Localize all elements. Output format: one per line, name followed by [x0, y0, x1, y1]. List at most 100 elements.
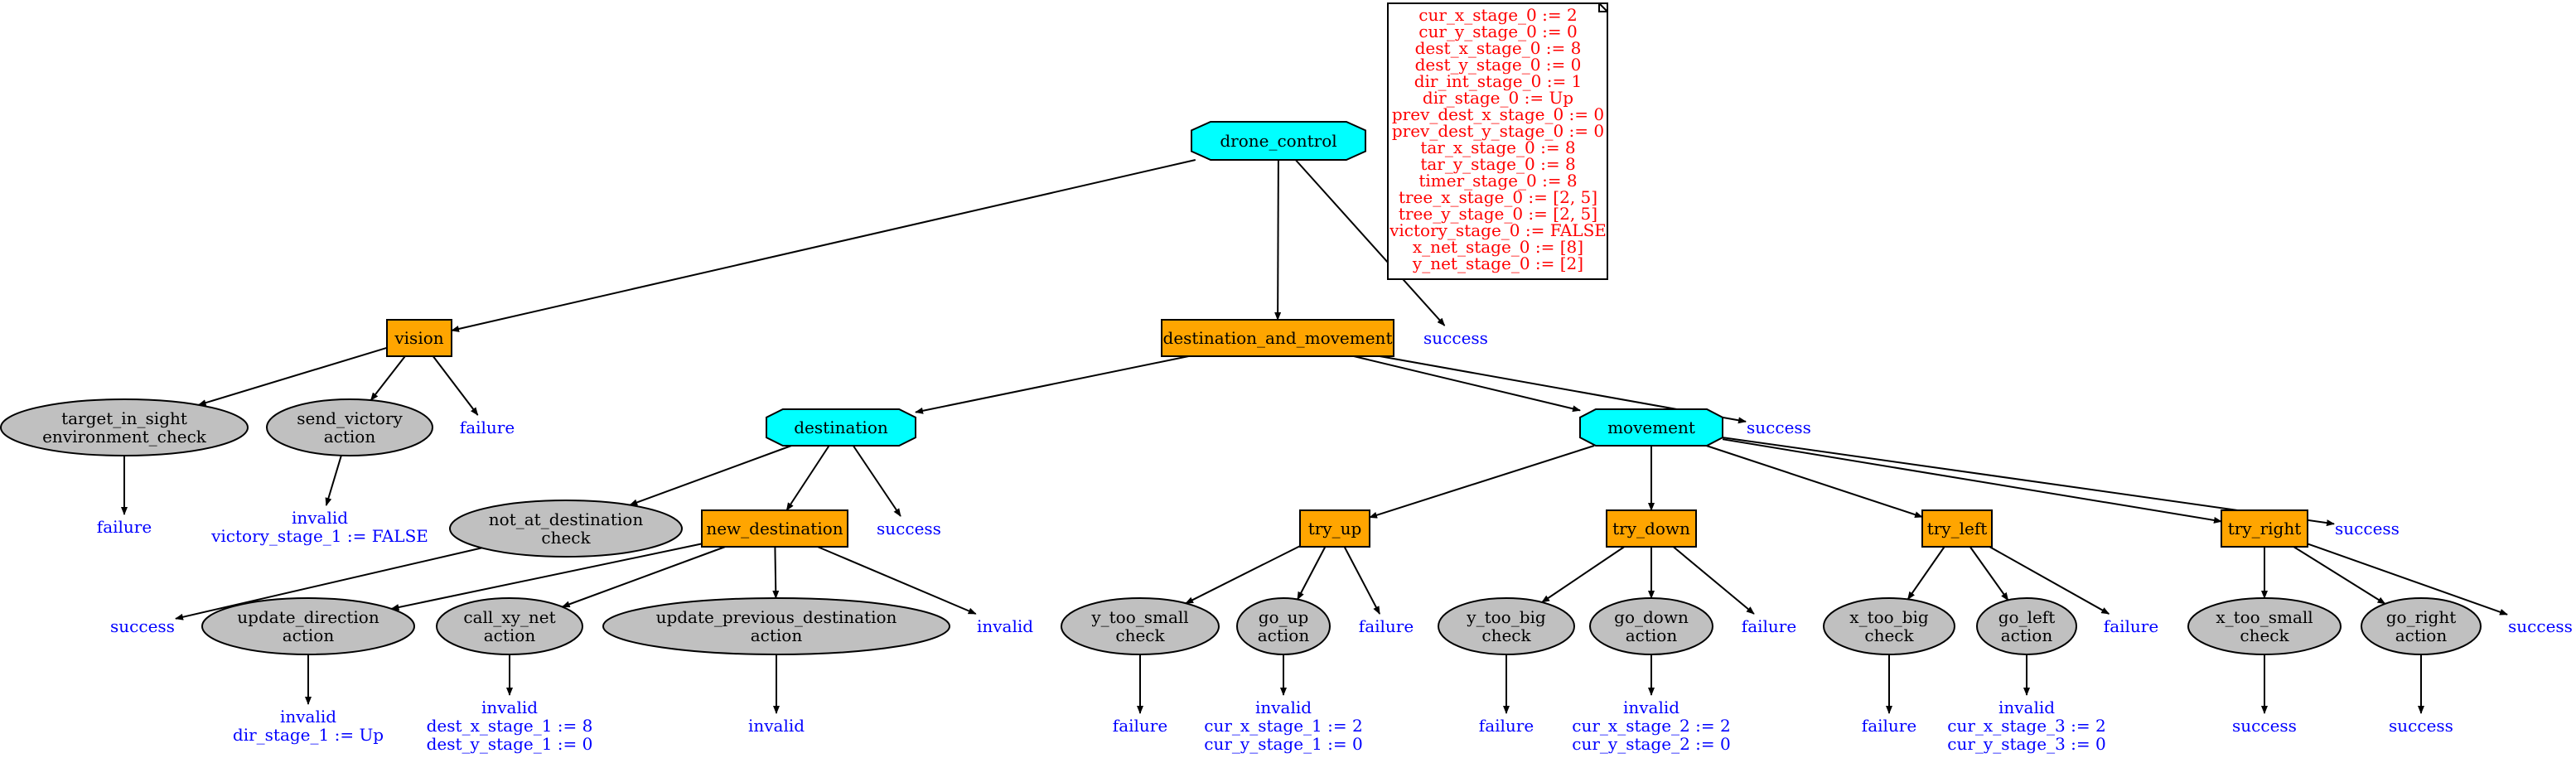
edge-try_right-to-success_right [2307, 543, 2508, 616]
node-label: x_too_big [1849, 607, 1929, 627]
outcome-label: invalid [292, 508, 348, 528]
sequence-shape [386, 319, 452, 357]
edge-destination-to-success_destination [852, 445, 901, 517]
node-try_right: try_right [2221, 509, 2308, 548]
sequence-shape [2221, 509, 2308, 548]
node-failure_up: failure [1359, 616, 1414, 636]
node-label: try_right [2228, 519, 2302, 538]
outcome-label: success [1423, 328, 1488, 348]
node-label: check [1481, 625, 1531, 645]
state-line: y_net_stage_0 := [2] [1412, 253, 1583, 273]
outcome-label: cur_y_stage_1 := 0 [1204, 734, 1362, 754]
state-line: dest_x_stage_0 := 8 [1415, 38, 1582, 58]
state-line: dir_stage_0 := Up [1423, 88, 1573, 108]
node-success_root: success [1423, 328, 1488, 348]
outcome-label: invalid [977, 616, 1033, 636]
node-label: action [1626, 625, 1678, 645]
leaf-shape [1823, 597, 1955, 655]
node-label: go_left [1998, 607, 2056, 627]
node-success_goright: success [2389, 716, 2453, 736]
node-label: action [324, 427, 376, 447]
leaf-shape [1589, 597, 1713, 655]
edge-movement-to-try_up [1369, 445, 1595, 519]
node-failure_ysmall: failure [1113, 716, 1167, 736]
node-try_left: try_left [1921, 509, 1993, 548]
node-label: action [751, 625, 803, 645]
edge-try_left-to-go_left [1969, 546, 2009, 601]
leaf-shape [1061, 597, 1220, 655]
edge-vision-to-failure_vision [432, 355, 479, 416]
edge-try_down-to-y_too_big [1541, 546, 1625, 603]
edge-destination_and_movement-to-destination [915, 355, 1189, 414]
node-label: destination_and_movement [1163, 328, 1393, 348]
node-label: x_too_small [2216, 607, 2313, 627]
node-destination_and_movement: destination_and_movement [1161, 319, 1394, 357]
outcome-label: invalid [748, 716, 805, 736]
outcome-label: success [2335, 519, 2400, 538]
edge-movement-to-try_right [1722, 438, 2222, 524]
node-label: try_up [1308, 519, 1362, 538]
node-label: environment_check [42, 427, 207, 447]
outcome-label: cur_x_stage_2 := 2 [1572, 716, 1730, 736]
leaf-shape [449, 500, 683, 558]
node-label: go_up [1259, 607, 1309, 627]
node-label: try_left [1927, 519, 1988, 538]
node-failure_ybig: failure [1479, 716, 1534, 736]
state-line: tar_y_stage_0 := 8 [1420, 154, 1575, 174]
node-invalid_nd: invalid [977, 616, 1033, 636]
node-vision: vision [386, 319, 452, 357]
node-label: new_destination [706, 519, 843, 538]
outcome-label: cur_y_stage_3 := 0 [1947, 734, 2105, 754]
node-label: check [1115, 625, 1165, 645]
outcome-label: dir_stage_1 := Up [233, 725, 384, 745]
leaf-shape [2187, 597, 2342, 655]
edge-drone_control-to-vision [451, 159, 1196, 332]
sequence-shape [1161, 319, 1394, 357]
selector-shape [766, 408, 916, 447]
outcome-label: success [2232, 716, 2297, 736]
outcome-label: success [2508, 616, 2573, 636]
edge-try_up-to-y_too_small [1185, 545, 1301, 605]
edge-try_right-to-go_right [2293, 546, 2386, 605]
leaf-shape [0, 398, 249, 456]
node-label: try_down [1612, 519, 1690, 538]
node-success_destination: success [877, 519, 941, 538]
node-label: action [283, 625, 335, 645]
leaf-shape [1438, 597, 1575, 655]
outcome-label: success [2389, 716, 2453, 736]
leaf-shape [436, 597, 583, 655]
edge-movement-to-try_left [1706, 445, 1923, 519]
edge-new_destination-to-invalid_nd [817, 546, 977, 615]
outcome-label: failure [2104, 616, 2158, 636]
state-note-box [1387, 2, 1608, 280]
node-movement: movement [1579, 408, 1723, 447]
node-success_xsmall: success [2232, 716, 2297, 736]
edge-try_up-to-failure_up [1343, 546, 1380, 615]
state-line: prev_dest_y_stage_0 := 0 [1392, 121, 1604, 141]
node-label: update_previous_destination [656, 607, 897, 627]
state-line: tree_x_stage_0 := [2, 5] [1399, 187, 1597, 207]
outcome-label: failure [1742, 616, 1796, 636]
outcome-label: failure [1862, 716, 1916, 736]
outcome-label: invalid [1255, 698, 1312, 717]
node-failure_target: failure [97, 517, 152, 537]
state-line: tar_x_stage_0 := 8 [1420, 138, 1575, 157]
edges-layer [121, 159, 2508, 714]
state-line: x_net_stage_0 := [8] [1413, 237, 1583, 257]
state-line: tree_y_stage_0 := [2, 5] [1399, 204, 1597, 224]
node-success_dam: success [1747, 418, 1811, 437]
